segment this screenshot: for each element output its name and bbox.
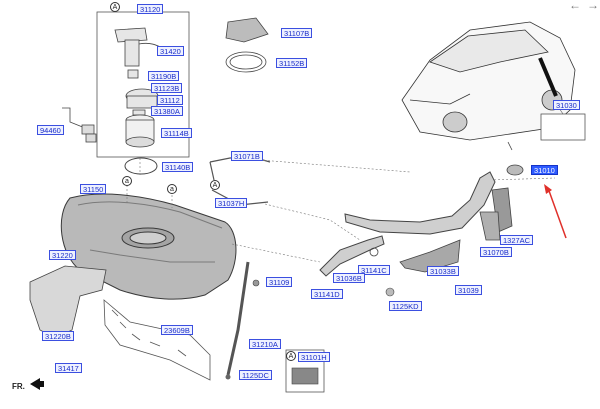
pointer-arrowhead — [544, 184, 552, 194]
part-label-31380a[interactable]: 31380A — [151, 106, 183, 116]
nav-forward-icon[interactable]: → — [587, 0, 599, 12]
part-label-31123b[interactable]: 31123B — [151, 83, 183, 93]
canister-filter — [291, 367, 319, 385]
part-label-31417[interactable]: 31417 — [55, 363, 82, 373]
filler-cap — [479, 141, 524, 241]
clip-1125kd — [385, 287, 395, 297]
part-31109 — [252, 279, 260, 287]
vehicle-outline — [401, 21, 576, 141]
part-label-94460[interactable]: 94460 — [37, 125, 64, 135]
under-guard — [103, 299, 211, 381]
callout-a-filter: A — [286, 351, 296, 361]
part-label-1125dc[interactable]: 1125DC — [239, 370, 272, 380]
bolt-1125dc — [225, 374, 231, 380]
part-label-31112[interactable]: 31112 — [157, 95, 183, 105]
part-label-31107b[interactable]: 31107B — [281, 28, 313, 38]
sensor-94460 — [62, 107, 97, 143]
part-label-31220b[interactable]: 31220B — [42, 331, 74, 341]
part-label-31141d[interactable]: 31141D — [311, 289, 343, 299]
leader-lines — [126, 158, 556, 263]
part-label-1327ac[interactable]: 1327AC — [500, 235, 534, 245]
part-label-23609b[interactable]: 23609B — [161, 325, 193, 335]
callout-a-left: a — [122, 176, 132, 186]
part-label-31420[interactable]: 31420 — [157, 46, 184, 56]
part-label-31109[interactable]: 31109 — [266, 277, 293, 287]
part-label-31101h[interactable]: 31101H — [298, 352, 330, 362]
orientation-label: FR. — [12, 382, 25, 391]
part-label-31070b[interactable]: 31070B — [480, 247, 512, 257]
part-label-31039[interactable]: 31039 — [455, 285, 482, 295]
part-label-1125kd[interactable]: 1125KD — [389, 301, 422, 311]
detail-box — [540, 113, 586, 141]
part-label-31152b[interactable]: 31152B — [276, 58, 308, 68]
part-label-31010-highlighted[interactable]: 31010 — [531, 165, 558, 175]
callout-a-top: A — [110, 2, 120, 12]
part-label-31036b[interactable]: 31036B — [333, 273, 365, 283]
clamp-31141 — [369, 247, 379, 257]
heat-shield — [29, 265, 107, 339]
part-label-31140b[interactable]: 31140B — [162, 162, 194, 172]
nav-back-icon[interactable]: ← — [569, 0, 581, 12]
gasket-ring — [124, 157, 158, 175]
part-label-31190b[interactable]: 31190B — [148, 71, 180, 81]
part-label-31037h[interactable]: 31037H — [215, 198, 248, 208]
pump-cover-plate — [225, 17, 269, 73]
part-label-31220[interactable]: 31220 — [49, 250, 76, 260]
part-label-31141c[interactable]: 31141C — [358, 265, 390, 275]
filler-shield — [399, 239, 461, 273]
filler-neck-pipe — [319, 171, 496, 277]
callout-a-right: a — [167, 184, 177, 194]
part-label-31150[interactable]: 31150 — [80, 184, 107, 194]
fuel-pump-module — [114, 27, 176, 148]
front-arrow-icon — [30, 378, 44, 390]
part-label-31071b[interactable]: 31071B — [231, 151, 263, 161]
part-label-31030[interactable]: 31030 — [553, 100, 580, 110]
callout-a-hose: A — [210, 180, 220, 190]
fuel-door-indicator — [538, 57, 558, 97]
part-label-31120[interactable]: 31120 — [137, 4, 164, 14]
part-label-31033b[interactable]: 31033B — [427, 266, 459, 276]
pointer-arrow — [547, 187, 567, 239]
part-label-31114b[interactable]: 31114B — [161, 128, 192, 138]
tank-strap — [226, 261, 250, 376]
part-label-31210a[interactable]: 31210A — [249, 339, 281, 349]
